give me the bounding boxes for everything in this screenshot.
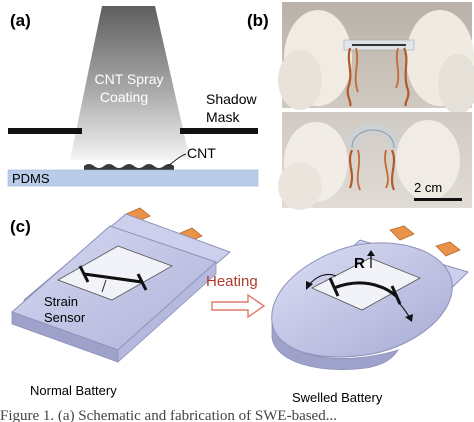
normal-battery-caption: Normal Battery [30,383,117,398]
sensor-trace [333,281,397,298]
spray-label-line1: CNT Spray [95,71,164,87]
scale-bar-label: 2 cm [414,180,442,195]
resistance-label: R [354,255,365,272]
mask-label-line2: Mask [206,109,240,125]
photo-bent-sensor [278,112,472,210]
swelled-battery-caption: Swelled Battery [292,390,383,405]
panel-a: (a) CNT Spray Coating Shadow Mask CNT PD… [7,6,259,187]
mask-label-line1: Shadow [206,91,257,107]
cnt-pointer-line [167,153,187,167]
spray-label-line2: Coating [100,89,148,105]
normal-battery: Strain Sensor Normal Battery [11,207,231,398]
heating-arrow-shape [211,293,266,319]
pdms-substrate [7,169,259,187]
cnt-deposit [84,164,174,170]
sensor-label-line2: Sensor [44,310,86,325]
photo-stretched-sensor [278,2,474,114]
spray-cone [70,6,190,160]
heating-label: Heating [206,273,258,290]
sensor-label-line1: Strain [44,294,78,309]
strain-sensor-patch [57,245,173,301]
panel-a-label: (a) [10,11,31,30]
pdms-label: PDMS [12,171,50,186]
swelled-battery: R Swelled Battery [271,225,469,405]
panel-c: (c) Strain Sensor Normal Battery [10,207,469,405]
battery-tab [435,241,461,257]
figure-caption-fragment: Figure 1. (a) Schematic and fabrication … [0,410,337,422]
battery-tab [389,225,415,241]
panel-b: (b) [247,2,474,210]
panel-c-label: (c) [10,217,31,236]
heating-arrow: Heating [206,273,266,319]
shadow-mask-left [8,128,82,134]
sensor-trace [83,272,143,284]
scale-bar [414,198,462,201]
panel-b-label: (b) [247,11,269,30]
cnt-label: CNT [187,145,216,161]
shadow-mask-right [180,128,258,134]
